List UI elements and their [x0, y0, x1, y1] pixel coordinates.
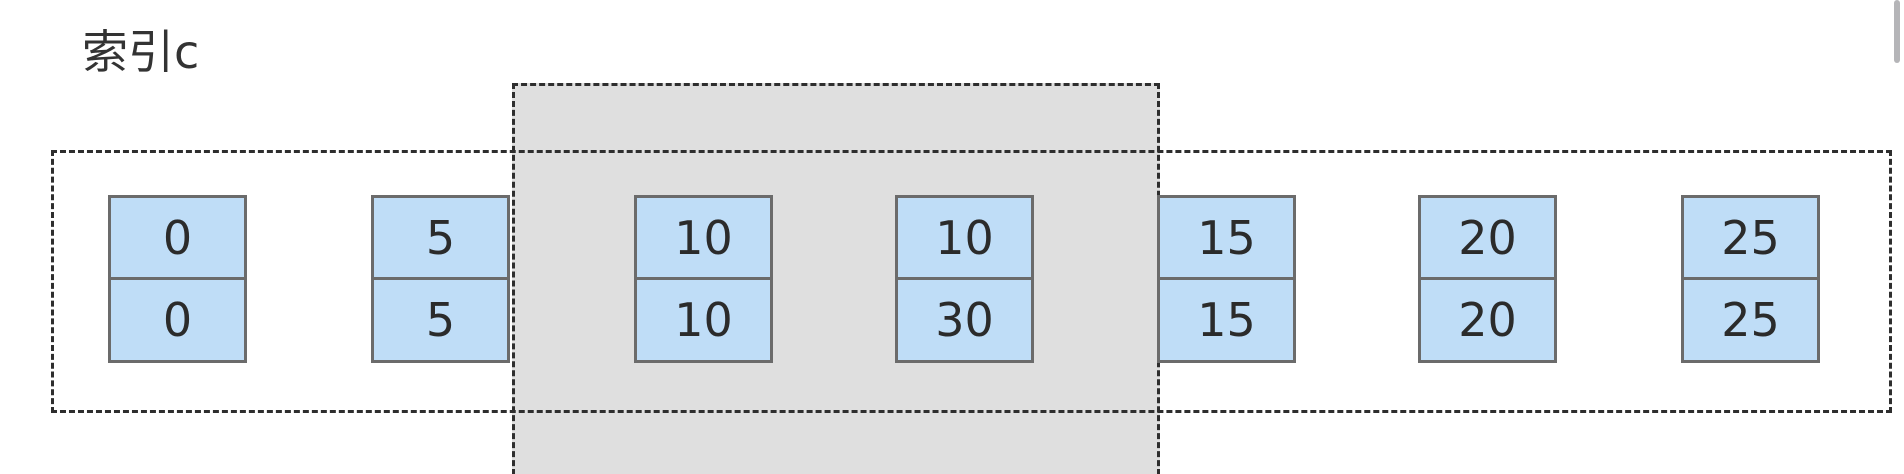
- cell-pair-5[interactable]: 15 15: [1157, 195, 1296, 365]
- cell-bottom-4[interactable]: 30: [895, 278, 1034, 363]
- cell-bottom-6[interactable]: 20: [1418, 278, 1557, 363]
- cell-top-4[interactable]: 10: [895, 195, 1034, 280]
- cell-top-5[interactable]: 15: [1157, 195, 1296, 280]
- cell-top-6[interactable]: 20: [1418, 195, 1557, 280]
- page-title: 索引c: [82, 25, 200, 79]
- cell-pair-6[interactable]: 20 20: [1418, 195, 1557, 365]
- cell-top-3[interactable]: 10: [634, 195, 773, 280]
- cell-pair-2[interactable]: 5 5: [371, 195, 510, 365]
- cell-top-1[interactable]: 0: [108, 195, 247, 280]
- cell-pair-4[interactable]: 10 30: [895, 195, 1034, 365]
- index-array-frame: [51, 150, 1892, 413]
- vertical-scrollbar-thumb[interactable]: [1894, 0, 1900, 63]
- cell-pair-3[interactable]: 10 10: [634, 195, 773, 365]
- cell-bottom-5[interactable]: 15: [1157, 278, 1296, 363]
- cell-top-2[interactable]: 5: [371, 195, 510, 280]
- cell-bottom-1[interactable]: 0: [108, 278, 247, 363]
- cell-bottom-2[interactable]: 5: [371, 278, 510, 363]
- cell-pair-1[interactable]: 0 0: [108, 195, 247, 365]
- cell-bottom-7[interactable]: 25: [1681, 278, 1820, 363]
- highlighted-range-band: [512, 83, 1160, 474]
- cell-pair-7[interactable]: 25 25: [1681, 195, 1820, 365]
- cell-bottom-3[interactable]: 10: [634, 278, 773, 363]
- cell-top-7[interactable]: 25: [1681, 195, 1820, 280]
